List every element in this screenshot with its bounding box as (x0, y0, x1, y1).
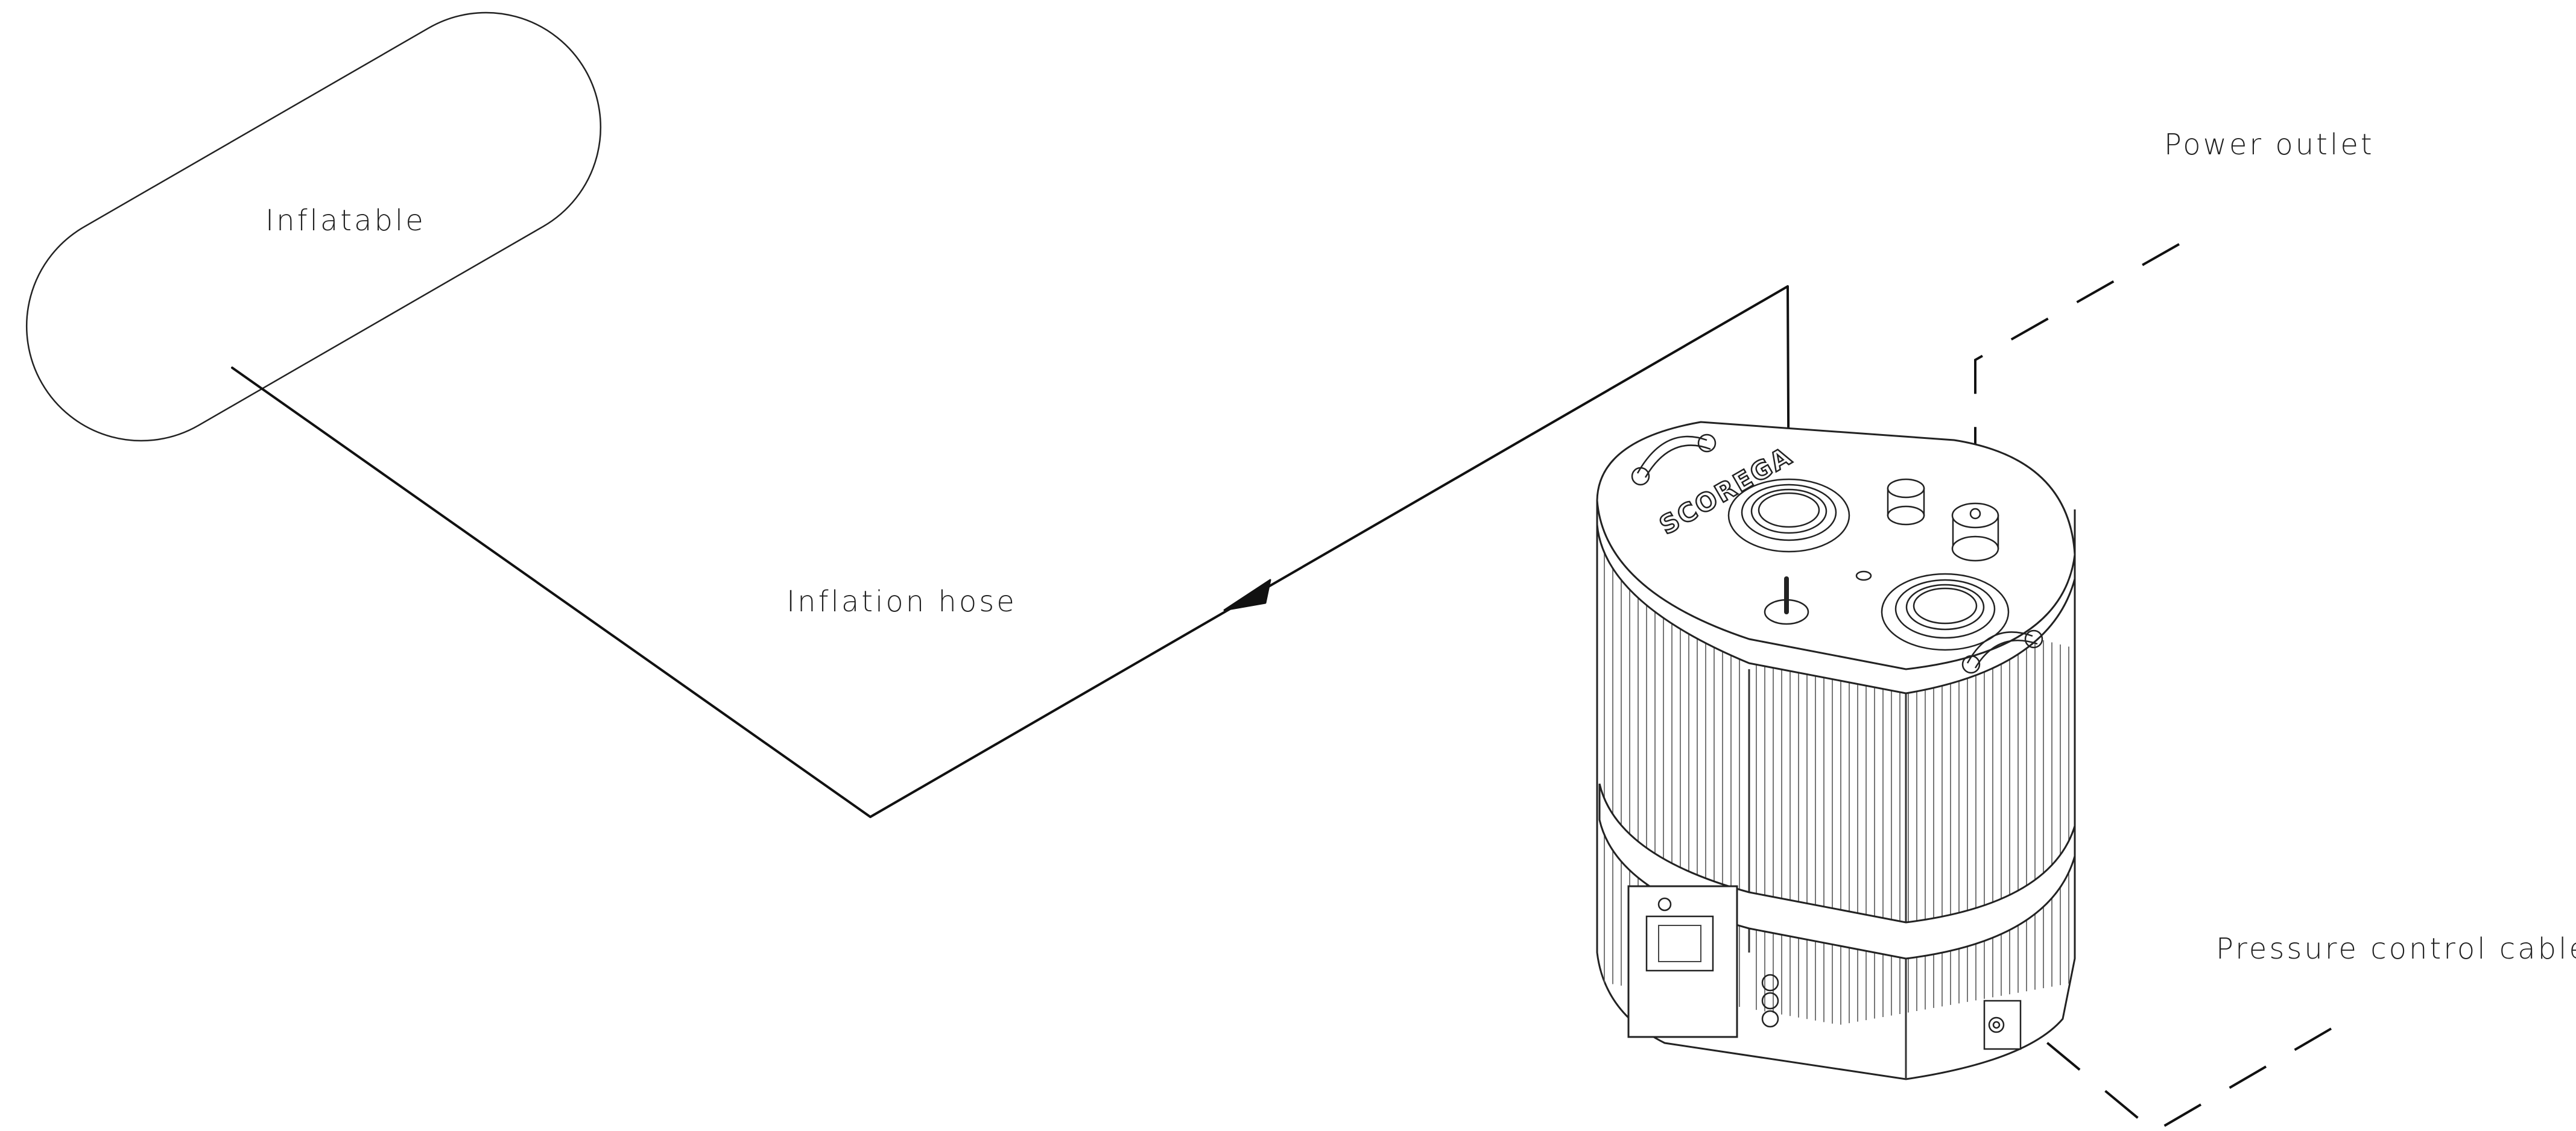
indicator-lamp (1887, 478, 1925, 526)
outlet-port (1881, 573, 2010, 651)
label-pressure-control-cable: Pressure control cable (2216, 932, 2576, 966)
label-inflation-hose: Inflation hose (786, 585, 1017, 619)
hose-direction-arrow (1223, 579, 1271, 611)
device-lid-top (1596, 421, 2076, 670)
carry-handle-right (1961, 629, 2043, 674)
power-gland (1951, 502, 1999, 562)
carry-handle-left (1631, 433, 1717, 486)
toggle-switch (1764, 576, 1809, 625)
label-power-outlet: Power outlet (2164, 128, 2375, 162)
hose-inlet-port (1727, 478, 1850, 553)
label-inflatable: Inflatable (265, 204, 426, 238)
blower-device: SCOREGA (1596, 421, 2076, 1080)
control-panel (1627, 885, 1779, 1038)
inflation-hose-line (231, 285, 1790, 818)
pressure-port (1983, 1000, 2022, 1050)
inflatable-outline (25, 11, 602, 442)
